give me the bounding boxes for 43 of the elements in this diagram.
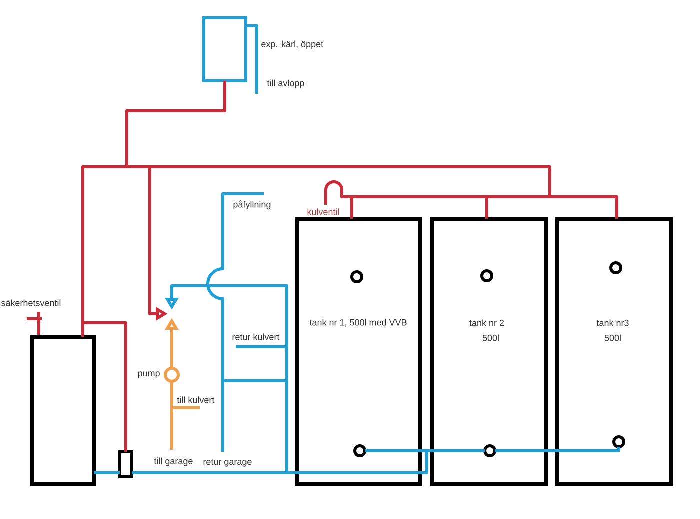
tank-box: tank nr 1, 500l med VVB: [295, 217, 422, 486]
edge-label: till avlopp: [266, 78, 306, 90]
edge-label: retur garage: [202, 458, 254, 468]
pipe: [223, 380, 287, 382]
pipe: [206, 192, 264, 381]
edge-label: retur kulvert: [231, 332, 281, 342]
pipe: [286, 381, 288, 473]
component-label: säkerhetsventil: [1, 300, 61, 306]
pipe: [172, 406, 200, 410]
pipe: [170, 408, 174, 450]
pipe: [365, 450, 427, 452]
component-box: [118, 450, 134, 478]
edge-label: påfyllning: [232, 199, 272, 211]
port-circle: [612, 436, 626, 448]
pipe: [132, 472, 287, 474]
pipe: [286, 347, 288, 381]
vessel-box: [202, 16, 248, 82]
port-circle: [610, 262, 622, 274]
port-circle: [350, 270, 364, 284]
boiler-box: [30, 335, 96, 486]
pipe: [170, 382, 174, 408]
pump-circle: [164, 367, 180, 383]
edge-label: till kulvert: [176, 396, 216, 404]
pipe: [486, 197, 488, 219]
component-label: kulventil: [308, 208, 340, 216]
tank-box: tank nr3 500l: [555, 217, 673, 486]
pipe: [222, 381, 224, 452]
port-circle: [480, 270, 494, 282]
pipe: [246, 24, 258, 94]
side-label: pump: [138, 372, 160, 378]
pipe: [236, 346, 287, 348]
pipe: [83, 322, 128, 452]
pipe: [94, 472, 120, 474]
edge-label: till garage: [153, 456, 194, 468]
pipe: [550, 196, 618, 219]
pipe: [495, 447, 620, 452]
tank-box: tank nr 2 500l: [430, 217, 548, 486]
port-circle: [354, 444, 366, 458]
side-label: exp. kärl, öppet: [262, 40, 324, 50]
pipe: [287, 451, 428, 474]
pipe: [427, 450, 485, 452]
port-circle: [484, 444, 496, 458]
pipe: [126, 81, 226, 167]
